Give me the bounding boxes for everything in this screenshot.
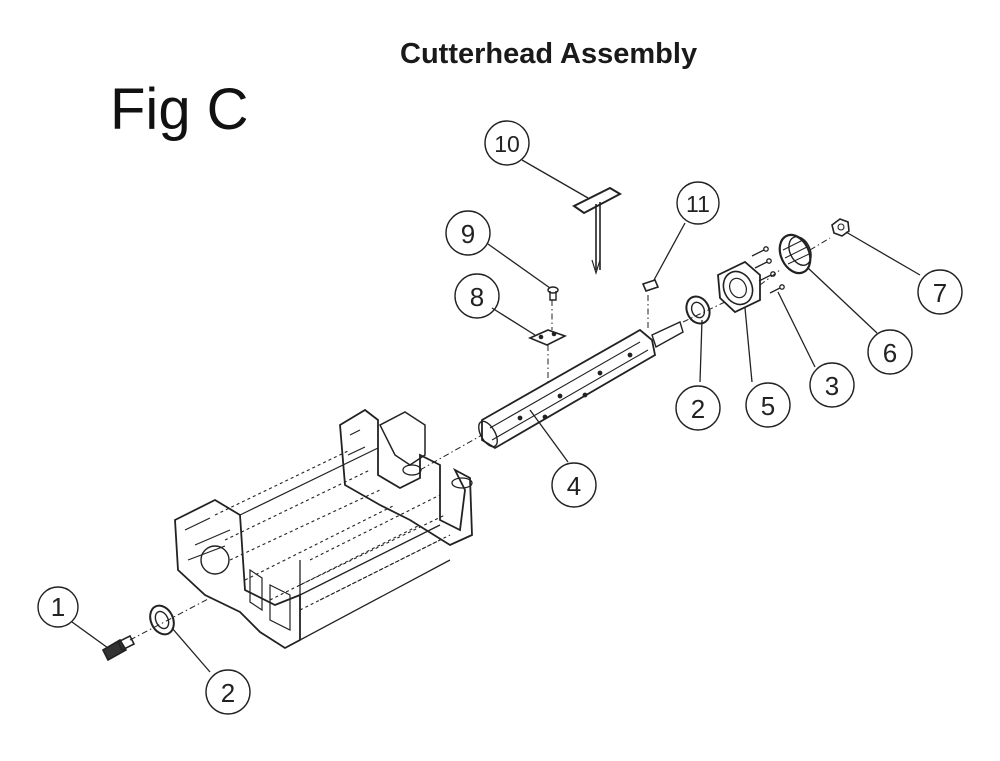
frame-housing [174,408,473,650]
part-10-t-wrench [572,186,623,276]
part-3-screws [751,246,785,294]
callout-8-label: 8 [470,282,484,312]
cutterhead-shaft [478,321,684,450]
callout-10-label: 10 [494,131,520,157]
callout-9-label: 9 [461,219,475,249]
callout-2-upper-label: 2 [691,394,705,424]
part-9-screw [547,286,559,301]
callout-6-label: 6 [883,338,897,368]
part-2-bearing-upper [685,295,711,325]
callout-3-label: 3 [825,371,839,401]
callout-1-label: 1 [51,592,65,622]
callout-7-label: 7 [933,278,947,308]
part-5-bearing-housing [717,260,761,314]
part-2-bearing-lower [149,604,175,636]
part-11-key [641,279,660,292]
part-6-pulley [778,233,812,275]
part-7-nut [831,218,850,237]
part-1-fitting [101,634,136,662]
callout-5-label: 5 [761,391,775,421]
leader-lines [71,159,921,673]
diagram-title: Cutterhead Assembly [400,38,698,70]
callout-2-lower-label: 2 [221,678,235,708]
part-8-knife-plate [527,329,568,346]
callout-11-label: 11 [686,191,710,217]
callout-circles [37,120,963,715]
figure-label: Fig C [110,77,249,142]
callout-4-label: 4 [567,471,581,501]
